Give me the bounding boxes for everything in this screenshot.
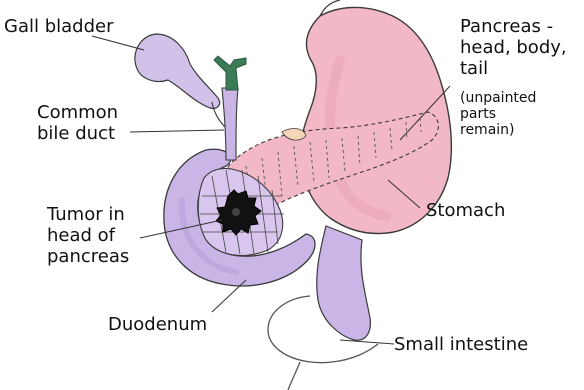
label-stomach: Stomach bbox=[426, 200, 505, 221]
label-pancreas: Pancreas - head, body, tail bbox=[460, 16, 567, 79]
label-common-bile-duct: Common bile duct bbox=[37, 102, 118, 144]
label-small-intestine: Small intestine bbox=[394, 334, 528, 355]
intestine-tube bbox=[317, 226, 371, 340]
label-pancreas-note: (unpainted parts remain) bbox=[460, 90, 536, 138]
hepatic-duct-tree bbox=[214, 56, 246, 90]
leader-common-bile-duct bbox=[130, 130, 224, 132]
tumor-highlight bbox=[232, 208, 240, 216]
gall-bladder-shape bbox=[135, 34, 220, 108]
label-duodenum: Duodenum bbox=[108, 314, 207, 335]
small-intestine-tail bbox=[288, 362, 300, 390]
common-bile-duct-shape bbox=[222, 88, 238, 160]
label-tumor: Tumor in head of pancreas bbox=[47, 204, 129, 267]
leader-small-intestine bbox=[340, 340, 394, 344]
label-gall-bladder: Gall bladder bbox=[4, 16, 114, 37]
leader-gall-bladder bbox=[92, 36, 144, 50]
